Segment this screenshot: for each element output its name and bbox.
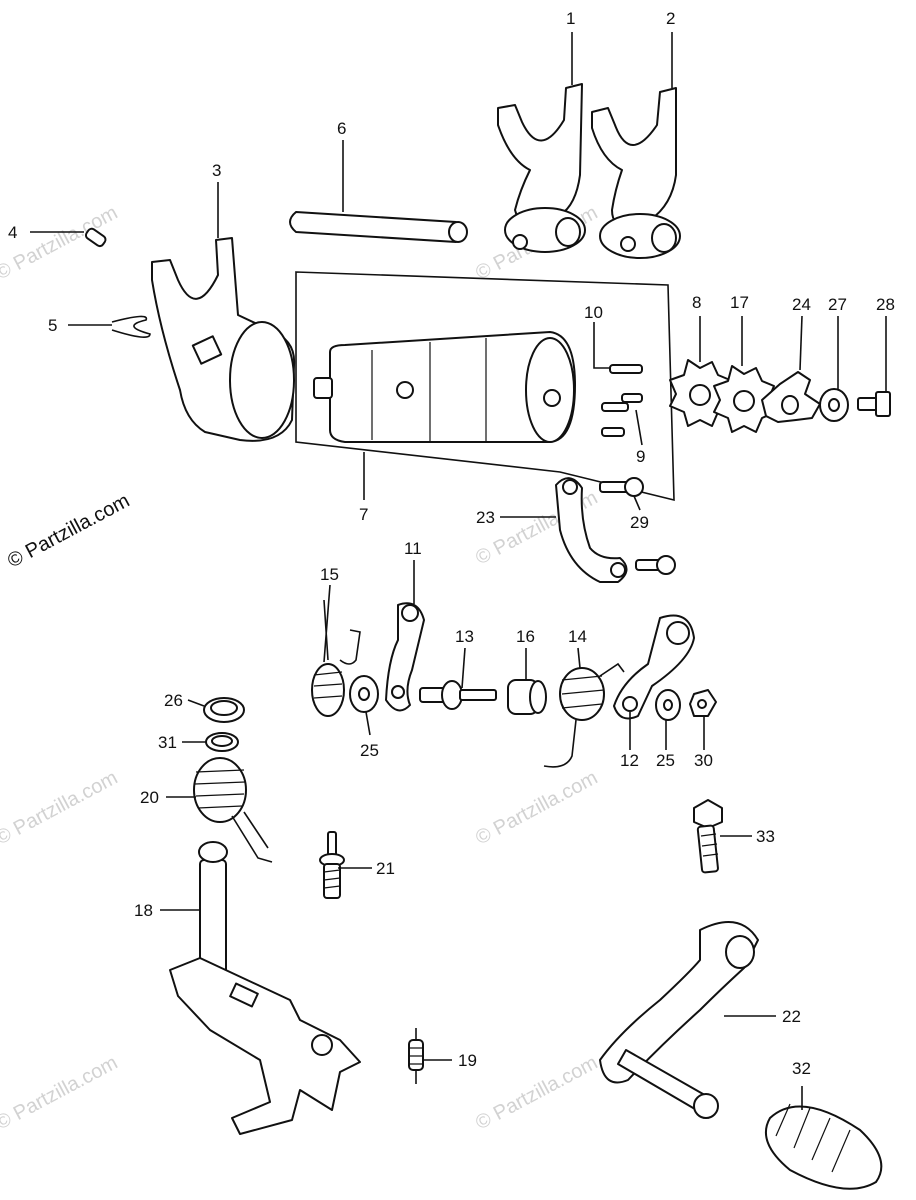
callout-20: 20 (140, 788, 159, 807)
part-16-collar (507, 679, 547, 715)
callout-33: 33 (756, 827, 775, 846)
part-23-stopper-plate (555, 477, 628, 583)
callout-18: 18 (134, 901, 153, 920)
callout-15: 15 (320, 565, 339, 584)
callout-11: 11 (404, 539, 422, 558)
part-25-washer (349, 675, 379, 713)
callout-9: 9 (636, 447, 645, 466)
watermark: © Partzilla.com (472, 1052, 601, 1135)
part-31-circlip (205, 732, 239, 752)
callout-5: 5 (48, 316, 57, 335)
part-21-bolt (319, 831, 345, 899)
callout-26: 26 (164, 691, 183, 710)
part-28-bolt (857, 391, 891, 417)
part-5-clip (111, 315, 151, 338)
part-4-pin (84, 227, 107, 248)
part-3-shift-fork (151, 237, 296, 442)
callout-labels: 1 2 3 4 5 6 7 8 9 10 11 12 13 14 15 16 1… (8, 9, 895, 1078)
side-watermark: © Partzilla.com (4, 490, 133, 573)
callout-6: 6 (337, 119, 346, 138)
part-11-shift-arm (385, 602, 425, 712)
part-13-pivot-bolt (419, 680, 497, 710)
part-24-plate (761, 371, 821, 423)
callout-8: 8 (692, 293, 701, 312)
callout-16: 16 (516, 627, 535, 646)
callout-32: 32 (792, 1059, 811, 1078)
part-20-return-spring (193, 757, 273, 863)
callout-23: 23 (476, 508, 495, 527)
part-17-star-cam (713, 365, 777, 433)
callout-12: 12 (620, 751, 639, 770)
callout-4: 4 (8, 223, 17, 242)
part-29-screw (599, 477, 676, 575)
callout-27: 27 (828, 295, 847, 314)
callout-22: 22 (782, 1007, 801, 1026)
part-27-washer (819, 388, 849, 422)
callout-25: 25 (656, 751, 675, 770)
callout-17: 17 (730, 293, 749, 312)
part-19-small-spring (408, 1028, 424, 1084)
part-32-rubber-grip (765, 1103, 883, 1190)
callout-30: 30 (694, 751, 713, 770)
callout-7: 7 (359, 505, 368, 524)
part-30-nut (689, 689, 717, 717)
callout-14: 14 (568, 627, 587, 646)
callout-28: 28 (876, 295, 895, 314)
callout-29: 29 (630, 513, 649, 532)
callout-3: 3 (212, 161, 221, 180)
part-25-washer (655, 689, 681, 721)
callout-19: 19 (458, 1051, 477, 1070)
part-26-ring (203, 697, 245, 723)
callout-25: 25 (360, 741, 379, 760)
part-15-spring (311, 599, 361, 717)
part-7-shift-drum (295, 271, 675, 502)
callout-13: 13 (455, 627, 474, 646)
part-6-fork-shaft (289, 211, 468, 243)
part-33-bolt (693, 799, 723, 874)
part-14-spring (543, 662, 625, 768)
watermark: © Partzilla.com (0, 1052, 121, 1135)
watermark: © Partzilla.com (472, 767, 601, 850)
callout-21: 21 (376, 859, 395, 878)
part-1-shift-fork (497, 83, 586, 253)
part-22-shift-pedal (599, 921, 759, 1119)
part-9-10-drum-pins (601, 364, 643, 437)
leader-lines (30, 32, 887, 1110)
watermark: © Partzilla.com (0, 767, 121, 850)
callout-31: 31 (158, 733, 177, 752)
part-12-shift-arm (613, 614, 695, 720)
part-2-shift-fork (591, 87, 681, 259)
callout-24: 24 (792, 295, 811, 314)
callout-10: 10 (584, 303, 603, 322)
callout-2: 2 (666, 9, 675, 28)
part-18-shift-spindle (169, 841, 361, 1135)
callout-1: 1 (566, 9, 575, 28)
